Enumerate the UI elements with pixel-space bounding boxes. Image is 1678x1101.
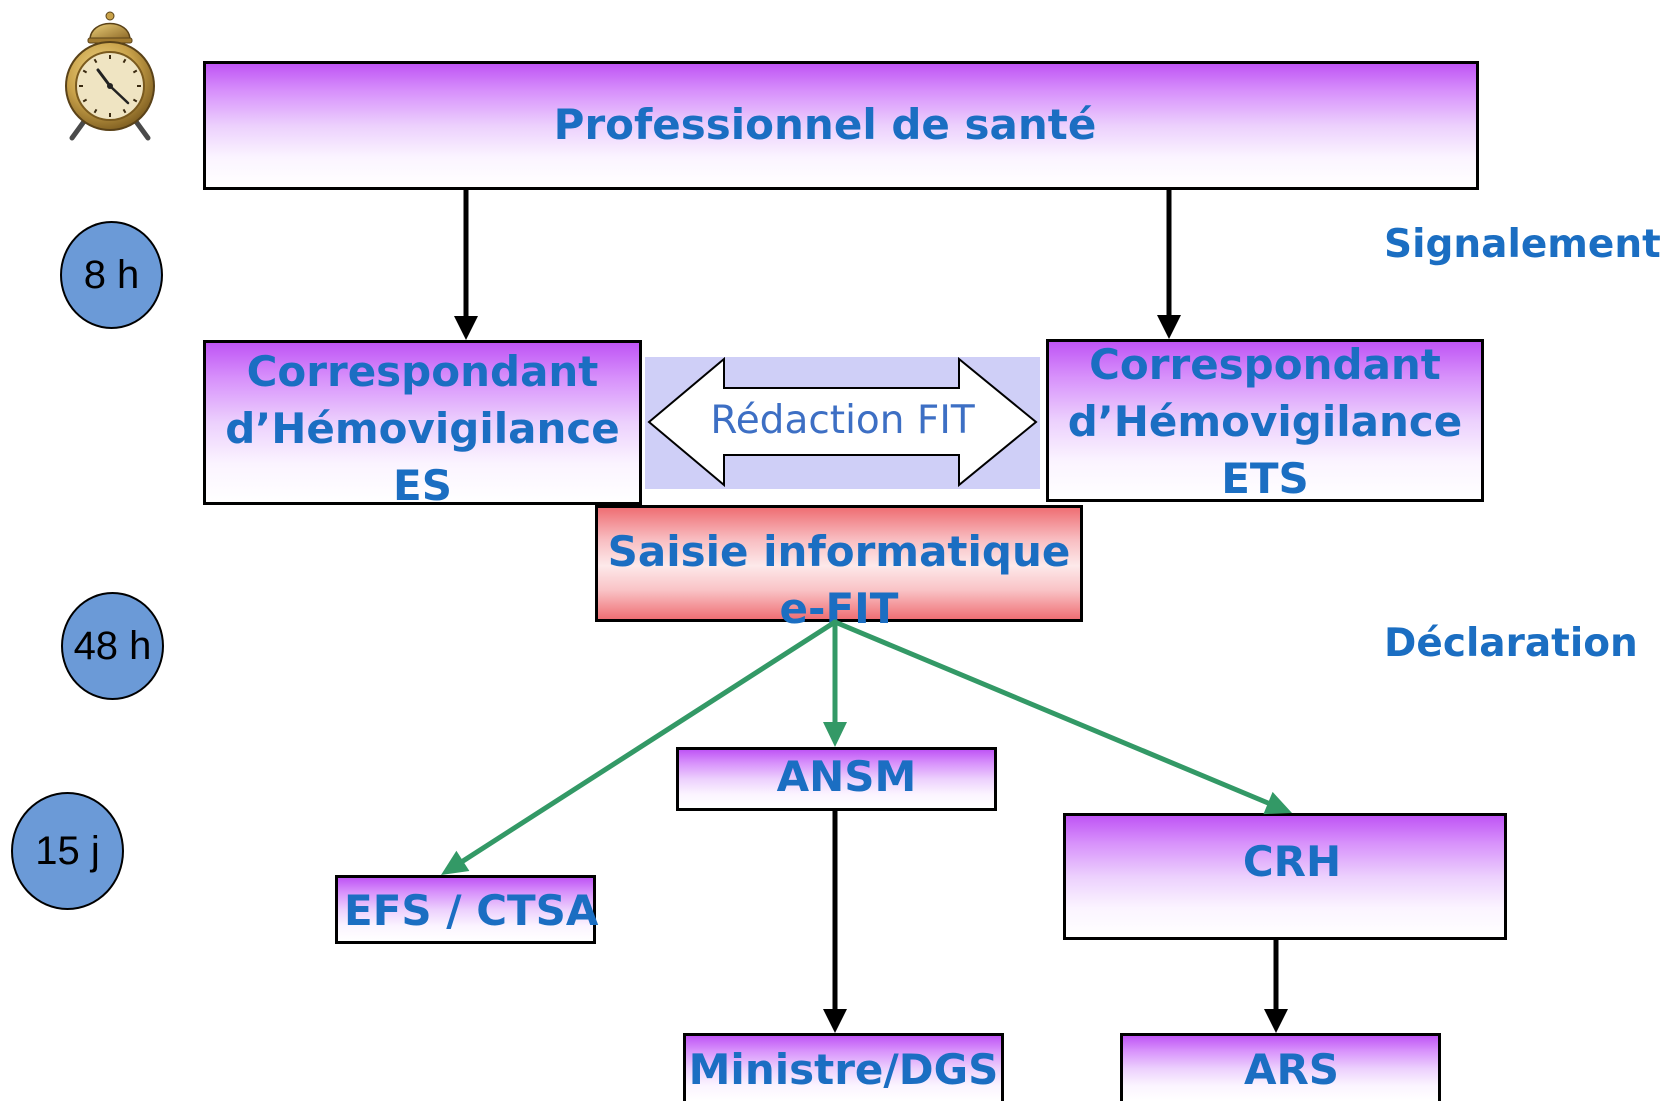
- alarm-clock-icon: [65, 11, 155, 141]
- label-line: ES: [393, 461, 452, 510]
- arrow-professionnel-to-ets: [1157, 190, 1181, 339]
- node-efs-ctsa: EFS / CTSA: [335, 875, 599, 944]
- label-line: Correspondant: [246, 347, 599, 396]
- node-professionnel-label: Professionnel de santé: [553, 100, 1097, 149]
- delay-15j-label: 15 j: [35, 828, 100, 873]
- node-ansm-label: ANSM: [776, 752, 917, 801]
- arrow-professionnel-to-es: [454, 190, 478, 340]
- label-line: ETS: [1221, 454, 1309, 503]
- label-line: e-FIT: [779, 584, 899, 633]
- delay-48h-label: 48 h: [73, 623, 152, 668]
- node-correspondant-ets-label: Correspondant d’Hémovigilance ETS: [1049, 336, 1481, 507]
- node-correspondant-es-label: Correspondant d’Hémovigilance ES: [206, 343, 639, 514]
- node-saisie-label: Saisie informatique e-FIT: [598, 523, 1080, 637]
- node-ministre-dgs: Ministre/DGS: [683, 1033, 1004, 1101]
- delay-8h-circle: 8 h: [60, 221, 163, 329]
- node-crh: CRH: [1063, 813, 1507, 940]
- redaction-fit-label: Rédaction FIT: [710, 398, 975, 443]
- label-line: Saisie informatique: [607, 527, 1071, 576]
- node-crh-label: CRH: [1242, 837, 1342, 886]
- delay-8h-label: 8 h: [83, 252, 140, 297]
- node-ars: ARS: [1120, 1033, 1441, 1101]
- label-line: d’Hémovigilance: [1067, 397, 1463, 446]
- label-line: Correspondant: [1089, 340, 1441, 389]
- node-correspondant-es: Correspondant d’Hémovigilance ES: [203, 340, 642, 510]
- arrow-saisie-to-ansm: [823, 619, 847, 747]
- redaction-fit-panel: Rédaction FIT: [645, 357, 1040, 489]
- label-line: d’Hémovigilance: [225, 404, 620, 453]
- arrow-ansm-to-ministre-dgs: [823, 811, 847, 1033]
- phase-signalement: Signalement: [1384, 222, 1661, 267]
- node-ars-label: ARS: [1243, 1045, 1340, 1094]
- node-ansm: ANSM: [676, 747, 997, 811]
- node-ministre-dgs-label: Ministre/DGS: [688, 1045, 999, 1094]
- node-professionnel-de-sante: Professionnel de santé: [203, 61, 1479, 190]
- node-saisie-informatique: Saisie informatique e-FIT: [595, 505, 1083, 633]
- node-efs-ctsa-label: EFS / CTSA: [344, 886, 599, 935]
- node-correspondant-ets: Correspondant d’Hémovigilance ETS: [1046, 339, 1484, 503]
- arrow-crh-to-ars: [1264, 940, 1288, 1033]
- delay-15j-circle: 15 j: [11, 792, 124, 910]
- phase-declaration: Déclaration: [1384, 621, 1638, 666]
- delay-48h-circle: 48 h: [61, 592, 164, 700]
- bidirectional-arrow: [647, 357, 1038, 488]
